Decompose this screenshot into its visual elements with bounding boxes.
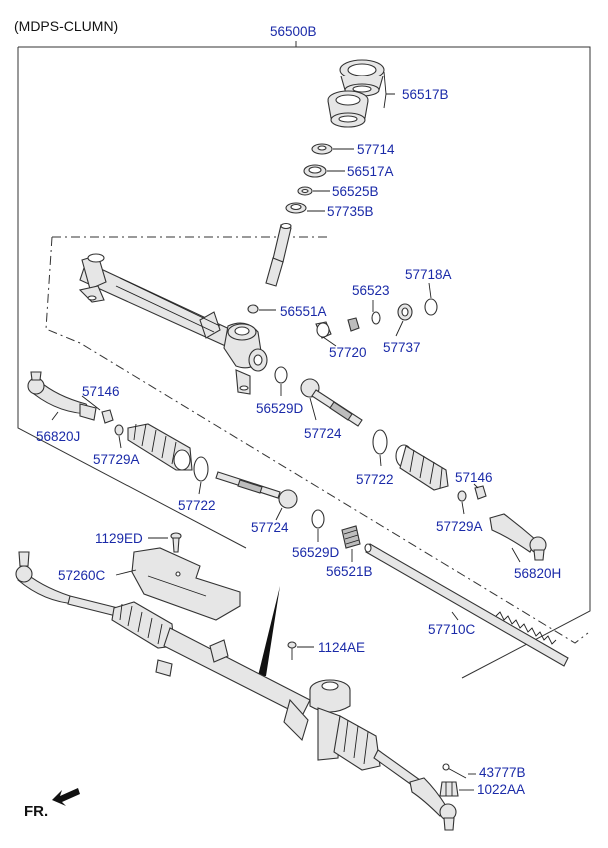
leader-57146-right xyxy=(473,483,479,489)
part-56820H[interactable]: 56820H xyxy=(514,566,561,581)
pinion-input-shaft xyxy=(265,222,292,287)
part-57724-upper[interactable]: 57724 xyxy=(304,426,342,441)
heat-shield-57260C-part[interactable] xyxy=(131,547,241,621)
part-56517A[interactable]: 56517A xyxy=(347,164,394,179)
leader-57729A-left xyxy=(118,435,122,449)
part-57146-right[interactable]: 57146 xyxy=(455,470,493,485)
leader-57146-left xyxy=(81,395,101,411)
steering-gear-assembly-lower xyxy=(15,551,457,831)
diagram-title: (MDPS-CLUMN) xyxy=(14,18,118,34)
part-56529D-lower[interactable]: 56529D xyxy=(292,545,340,560)
castle-nut-1022AA-part[interactable] xyxy=(439,781,459,797)
leader-57718A xyxy=(428,282,432,299)
clamp-57722-right-part[interactable] xyxy=(372,429,388,455)
front-direction-arrow-icon xyxy=(52,788,80,806)
inner-tie-rod-57724-lower-part[interactable] xyxy=(215,471,298,509)
assembly-code-56500B[interactable]: 56500B xyxy=(270,24,317,39)
oring-56529D-upper-part[interactable] xyxy=(274,366,288,384)
plug-57737-part[interactable] xyxy=(397,303,413,321)
part-1124AE[interactable]: 1124AE xyxy=(318,640,365,655)
front-direction-label: FR. xyxy=(24,803,48,820)
spring-56523-part[interactable] xyxy=(347,317,360,332)
bellows-boot-left-part[interactable] xyxy=(127,423,193,471)
pinion-pointer-wedge xyxy=(258,586,280,676)
inner-tie-rod-57724-upper-part[interactable] xyxy=(300,378,363,427)
part-57729A-left[interactable]: 57729A xyxy=(93,452,140,467)
leader-57710C xyxy=(451,611,459,621)
leader-57724-lower xyxy=(275,507,283,521)
clip-57729A-left-part[interactable] xyxy=(114,424,124,436)
leader-57724-upper xyxy=(309,397,317,421)
plug-56551A-part[interactable] xyxy=(247,304,259,314)
part-56551A[interactable]: 56551A xyxy=(280,304,327,319)
gear-housing-upper xyxy=(78,253,268,395)
ring-56525B-part[interactable] xyxy=(297,186,313,196)
leader-56517B xyxy=(383,71,395,109)
ring-56523-part[interactable] xyxy=(371,311,381,325)
seal-57735B-part[interactable] xyxy=(285,202,307,214)
bellows-boot-right-part[interactable] xyxy=(395,444,449,491)
leader-57720 xyxy=(322,336,337,347)
part-57718A[interactable]: 57718A xyxy=(405,267,452,282)
pinion-gear-56521B-part[interactable] xyxy=(341,525,361,549)
part-43777B[interactable]: 43777B xyxy=(479,765,526,780)
nut-57146-left-part[interactable] xyxy=(101,409,114,424)
part-57722-right[interactable]: 57722 xyxy=(356,472,394,487)
dust-seal-upper-part[interactable] xyxy=(339,59,385,97)
leader-57260C xyxy=(115,569,137,576)
bolt-1129ED-part[interactable] xyxy=(170,532,182,553)
dust-seal-lower-part[interactable] xyxy=(327,90,369,128)
part-57260C[interactable]: 57260C xyxy=(58,568,106,583)
clamp-57722-left-part[interactable] xyxy=(193,456,209,482)
part-57722-left[interactable]: 57722 xyxy=(178,498,216,513)
tie-rod-end-56820J-part[interactable] xyxy=(27,371,97,421)
oring-56529D-lower-part[interactable] xyxy=(311,509,325,529)
part-57724-lower[interactable]: 57724 xyxy=(251,520,289,535)
leader-56820H xyxy=(511,547,521,563)
part-57729A-right[interactable]: 57729A xyxy=(436,519,483,534)
washer-57714-part[interactable] xyxy=(311,143,333,155)
part-57735B[interactable]: 57735B xyxy=(327,204,374,219)
bolt-1124AE-part[interactable] xyxy=(287,641,297,660)
part-57737[interactable]: 57737 xyxy=(383,340,421,355)
yoke-57720-part[interactable] xyxy=(315,321,332,339)
part-56529D-upper[interactable]: 56529D xyxy=(256,401,304,416)
part-56820J[interactable]: 56820J xyxy=(36,429,80,444)
seal-56517A-part[interactable] xyxy=(303,164,327,178)
part-56525B[interactable]: 56525B xyxy=(332,184,379,199)
leader-56820J xyxy=(51,411,59,421)
tie-rod-end-56820H-part[interactable] xyxy=(489,513,547,561)
nut-57146-right-part[interactable] xyxy=(474,485,487,500)
part-57146-left[interactable]: 57146 xyxy=(82,384,120,399)
part-1129ED[interactable]: 1129ED xyxy=(95,531,143,546)
leader-57722-right xyxy=(379,454,382,467)
split-pin-43777B-part[interactable] xyxy=(442,763,467,779)
part-57720[interactable]: 57720 xyxy=(329,345,367,360)
rack-bar-57710C-part[interactable] xyxy=(364,543,569,667)
leader-57722-left xyxy=(198,481,202,495)
part-56517B[interactable]: 56517B xyxy=(402,87,449,102)
part-57714[interactable]: 57714 xyxy=(357,142,395,157)
oring-57718A-part[interactable] xyxy=(424,298,438,316)
part-57710C[interactable]: 57710C xyxy=(428,622,476,637)
clip-57729A-right-part[interactable] xyxy=(457,490,467,502)
part-56521B[interactable]: 56521B xyxy=(326,564,373,579)
leader-57737 xyxy=(395,320,404,337)
part-56523[interactable]: 56523 xyxy=(352,283,390,298)
leader-57729A-right xyxy=(461,501,465,515)
part-1022AA[interactable]: 1022AA xyxy=(477,782,525,797)
